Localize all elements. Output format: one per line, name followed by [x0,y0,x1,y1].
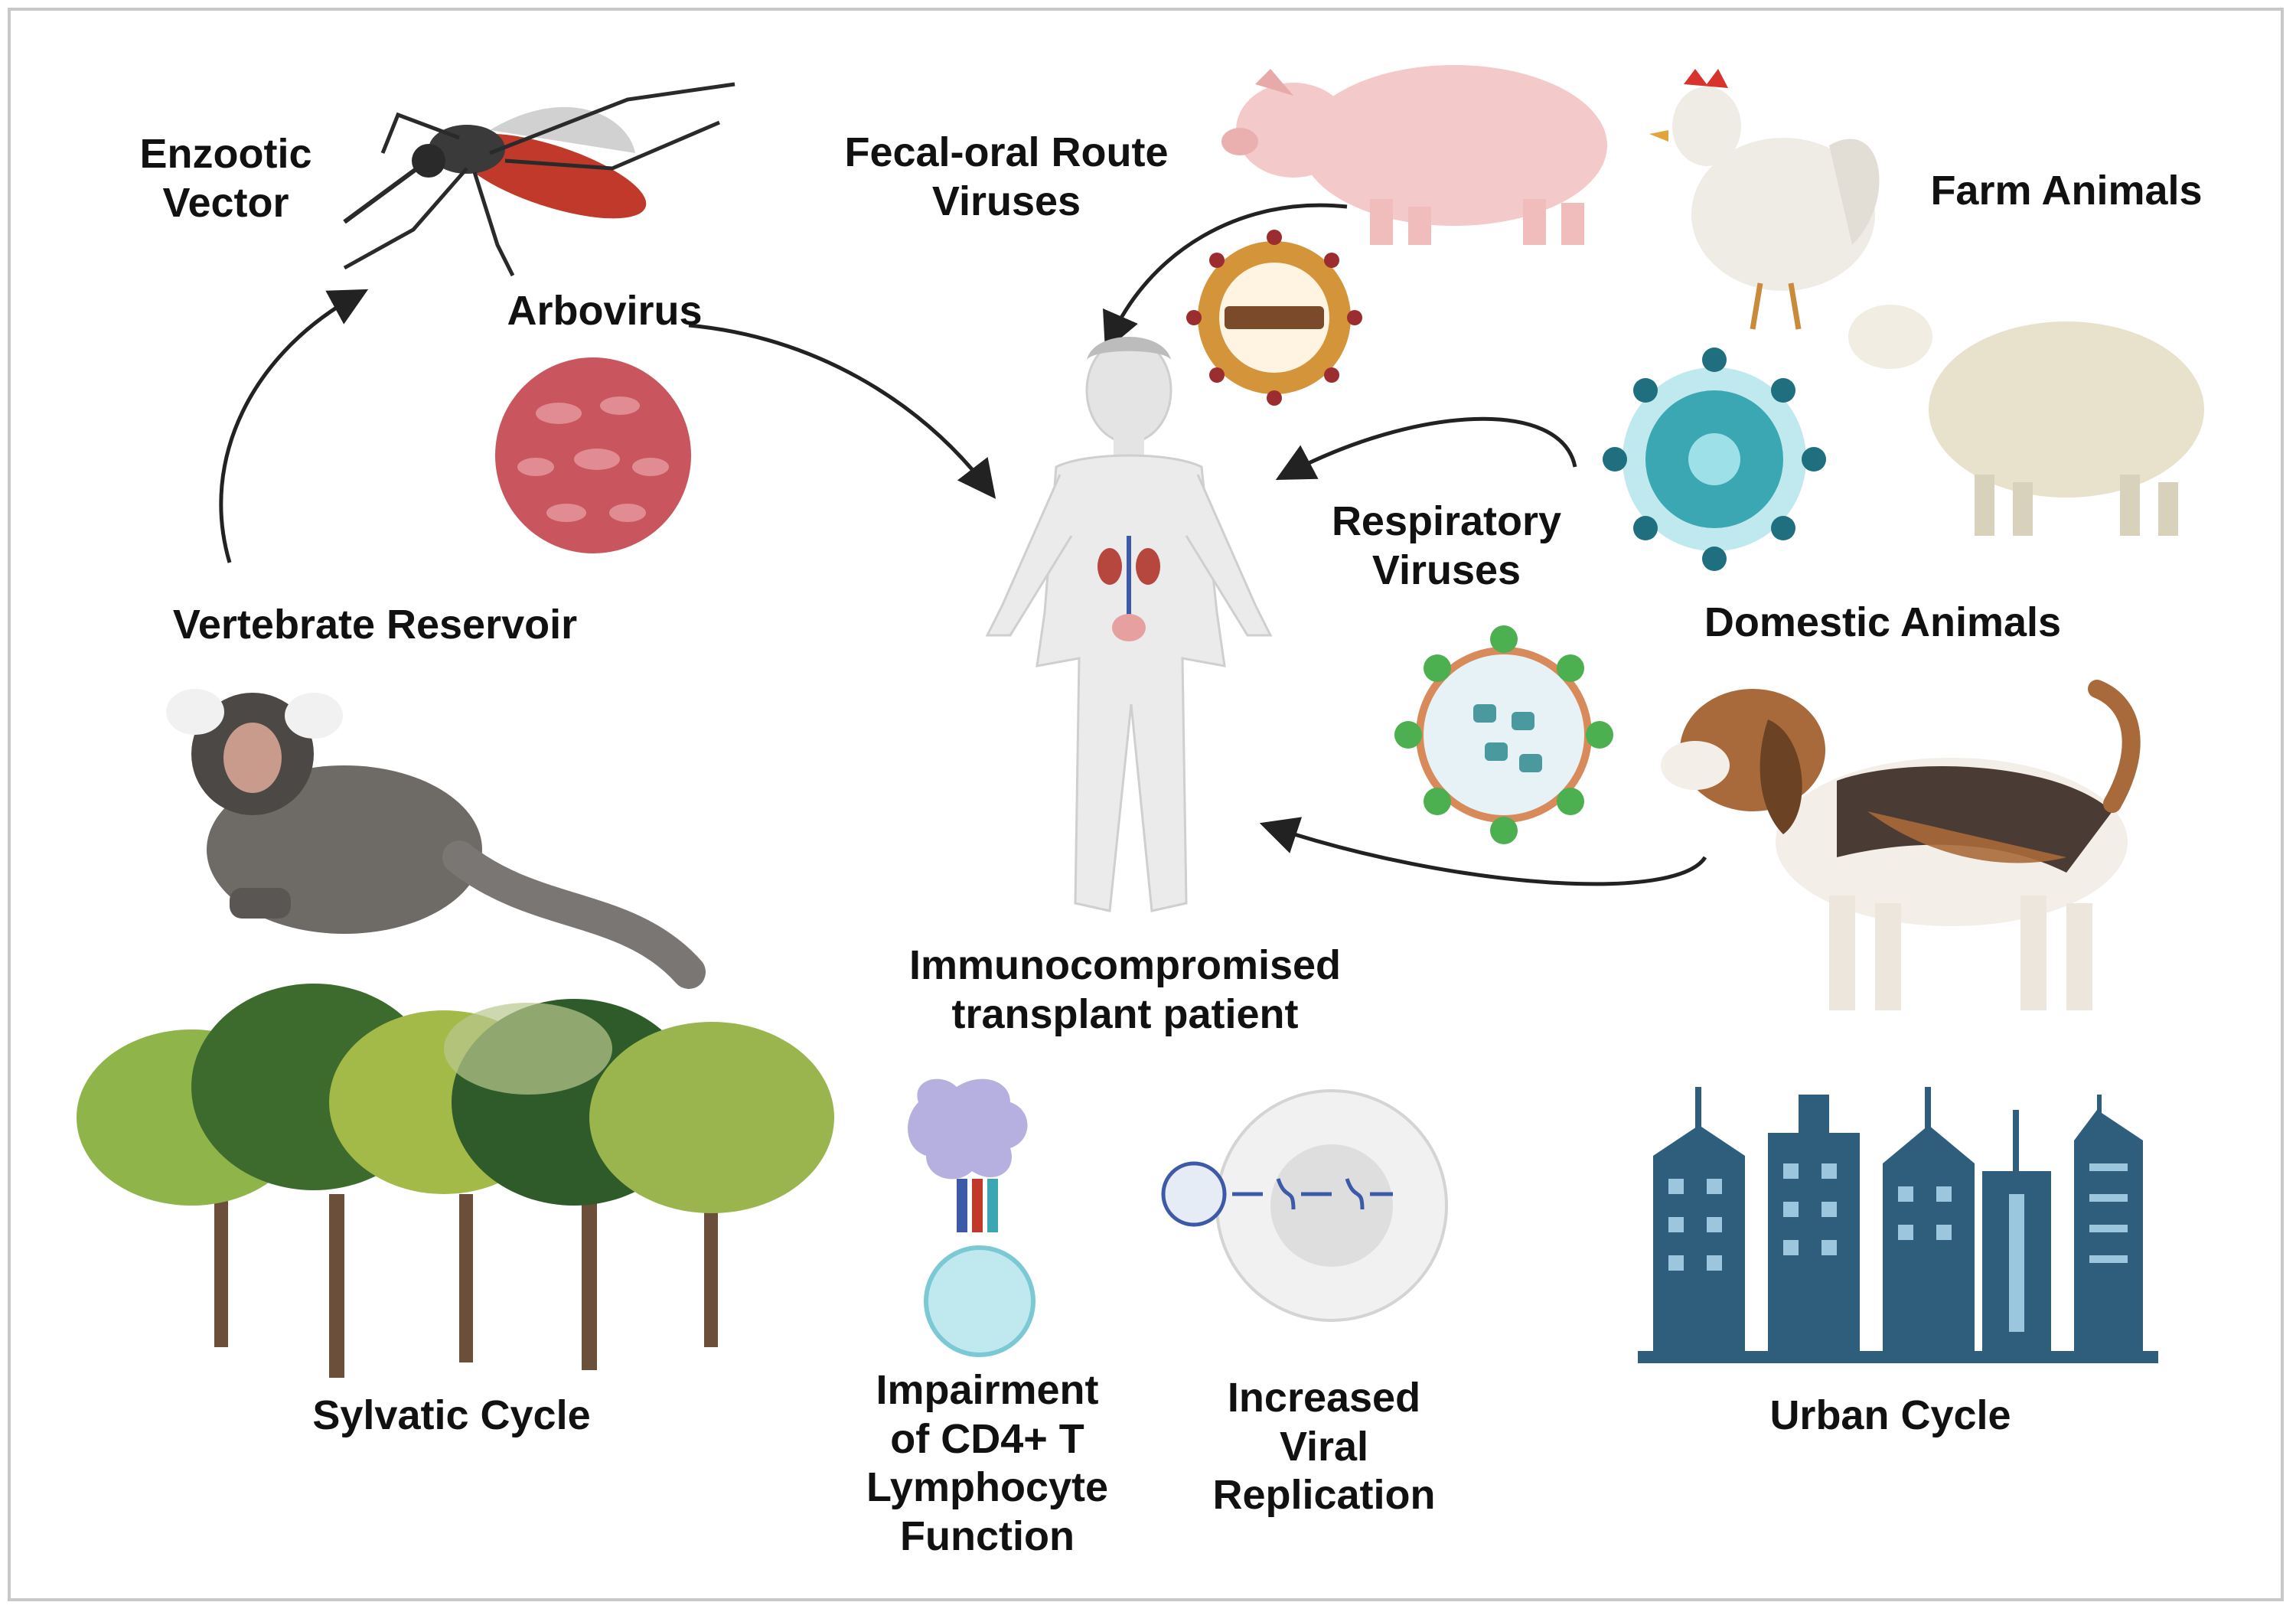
dendritic-cell-icon [908,1078,1035,1357]
mosquito-icon [343,82,735,277]
label-arbovirus: Arbovirus [507,288,703,334]
city-skyline-icon [1638,1087,2158,1363]
label-farm-animals: Farm Animals [1930,168,2203,214]
rooster-icon [1649,69,1880,330]
label-patient: Immunocompromised transplant patient [908,942,1342,1037]
infected-cell-icon [1161,1089,1448,1322]
pig-icon [1221,65,1607,245]
forest-icon [77,984,834,1378]
respiratory-virus-icon [1603,348,1826,571]
label-respiratory-viruses: Respiratory Viruses [1331,498,1562,593]
marmoset-icon [166,689,706,989]
fecal-oral-virus-icon [1186,230,1362,406]
label-sylvatic-cycle: Sylvatic Cycle [312,1392,591,1438]
label-vertebrate-reservoir: Vertebrate Reservoir [172,602,578,648]
figure-border [8,8,2284,1601]
arrow-dog-to-patient [1259,817,1707,886]
coronavirus-icon [1394,625,1613,844]
arrow-respiratory-to-patient [1275,416,1577,481]
label-domestic-animals: Domestic Animals [1704,599,2062,645]
arrow-pig-to-patient [1103,203,1348,351]
label-urban-cycle: Urban Cycle [1769,1392,2011,1438]
arbovirus-particle-icon [495,357,691,553]
beagle-icon [1661,680,2141,1010]
label-fecal-oral-route: Fecal-oral Route Viruses [844,129,1169,224]
label-viral-replication: Increased Viral Replication [1212,1375,1436,1519]
arrow-reservoir-to-vector [219,289,369,563]
label-enzootic-vector: Enzootic Vector [139,131,312,226]
arrow-arbovirus-to-patient [688,323,996,499]
human-body-icon [985,337,1273,912]
sheep-icon [1848,305,2204,536]
transmission-arrows [219,203,1707,886]
label-cd4-impairment: Impairment of CD4+ T Lymphocyte Function [866,1367,1109,1560]
